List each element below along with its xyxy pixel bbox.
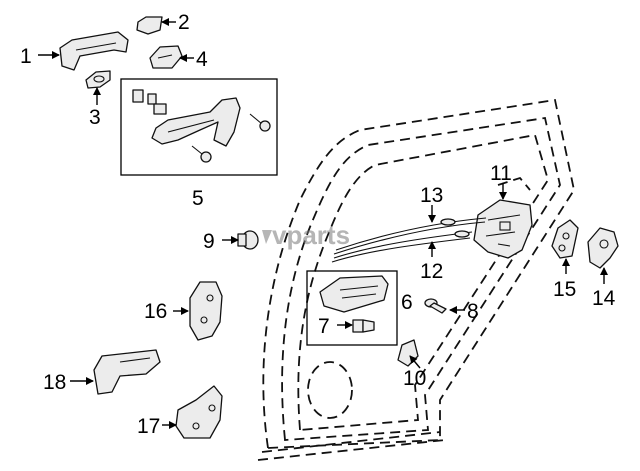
callout-5: 5 <box>192 187 204 210</box>
handle-gasket-part <box>85 70 111 89</box>
watermark-text: vparts <box>272 220 350 250</box>
striker-part <box>551 219 579 259</box>
door-lock-assembly-part <box>473 199 533 259</box>
inside-handle-part <box>319 275 389 313</box>
callout-18: 18 <box>43 371 66 394</box>
watermark: vparts <box>262 220 350 250</box>
lock-cables-part <box>331 217 487 263</box>
screw-part <box>424 298 447 314</box>
frame-bolt-1 <box>249 113 271 132</box>
frame-bolt-2 <box>191 145 212 163</box>
callout-7: 7 <box>318 315 330 338</box>
handle-pad-part <box>149 45 183 69</box>
callout-15: 15 <box>553 278 576 301</box>
part-5-box <box>120 78 278 176</box>
control-link-part <box>93 349 161 395</box>
callout-1: 1 <box>20 45 32 68</box>
callout-11: 11 <box>490 162 512 185</box>
striker-plate-part <box>587 227 619 269</box>
callout-13: 13 <box>420 184 443 207</box>
callout-8: 8 <box>467 300 479 323</box>
callout-6: 6 <box>401 291 413 314</box>
callout-10: 10 <box>403 367 426 390</box>
callout-16: 16 <box>144 300 167 323</box>
watermark-logo-icon <box>262 230 272 244</box>
callout-3: 3 <box>89 106 101 129</box>
handle-clip-part <box>352 319 375 333</box>
callout-12: 12 <box>420 260 443 283</box>
callout-9: 9 <box>203 230 215 253</box>
callout-17: 17 <box>137 415 160 438</box>
handle-cap-part <box>136 16 163 35</box>
callout-4: 4 <box>196 48 208 71</box>
leader-arrows <box>38 18 608 429</box>
handle-frame-part <box>132 89 241 147</box>
grommet-part <box>237 230 259 250</box>
outside-handle-part <box>59 31 129 71</box>
callout-14: 14 <box>592 287 616 310</box>
part-6-box <box>306 270 398 346</box>
door-outline <box>257 98 575 461</box>
callout-2: 2 <box>178 11 190 34</box>
lock-bracket-part <box>189 281 223 341</box>
hinge-bracket-part <box>175 385 223 439</box>
